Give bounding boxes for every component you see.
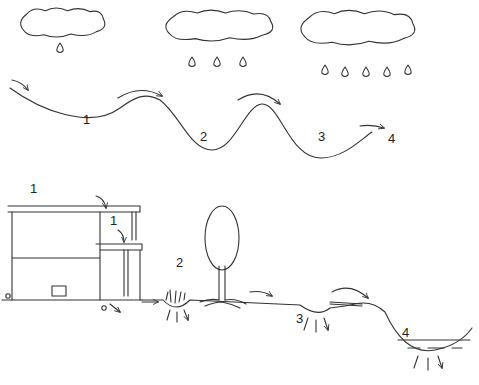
callout-number: 1 <box>83 113 90 126</box>
callout-number: 1 <box>110 214 117 227</box>
tree <box>200 206 246 308</box>
building <box>2 206 142 310</box>
callout-number: 3 <box>318 130 325 143</box>
callout-number: 2 <box>200 130 207 143</box>
flow-arrow <box>250 292 272 297</box>
roof-arrows <box>96 196 158 312</box>
callout-number: 4 <box>402 326 409 339</box>
callout-number: 3 <box>296 312 303 325</box>
pond <box>398 340 470 370</box>
rain-garden <box>166 290 188 322</box>
callout-number: 4 <box>388 132 395 145</box>
raindrops <box>57 43 411 77</box>
callout-number: 1 <box>30 182 37 195</box>
flow-arrows <box>12 80 384 128</box>
clouds <box>21 8 415 45</box>
swale <box>304 302 362 332</box>
callout-number: 2 <box>176 256 183 269</box>
ground-line <box>142 300 472 351</box>
flow-arrow <box>332 288 368 298</box>
terrain-line <box>10 88 372 158</box>
